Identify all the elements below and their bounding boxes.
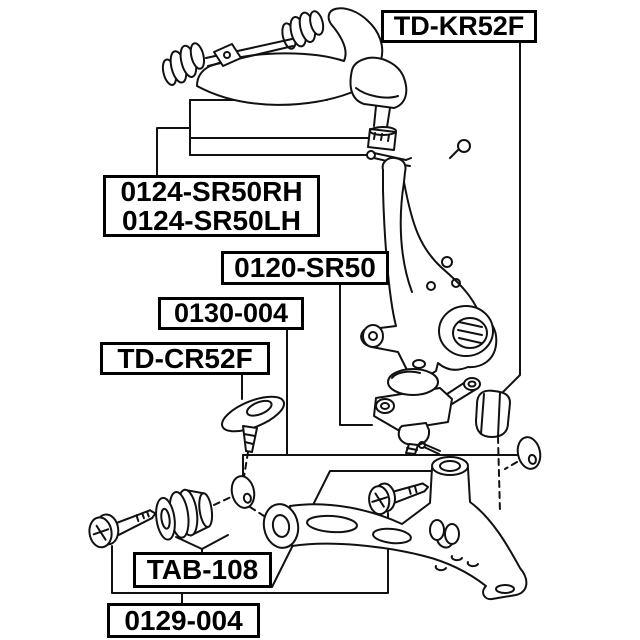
part-number: TD-KR52F xyxy=(393,11,525,42)
part-label-td-cr52f: TD-CR52F xyxy=(100,342,270,375)
assembly-axis-dashes xyxy=(214,372,517,516)
part-number: TD-CR52F xyxy=(117,342,253,374)
arm-rear-mount xyxy=(432,457,468,475)
shaft-clamp xyxy=(214,44,241,66)
front-bolt xyxy=(87,508,159,549)
dust-cover-washer-right xyxy=(515,435,543,471)
lower-ball-joint xyxy=(374,369,480,454)
arm-bushing xyxy=(153,486,215,540)
lower-control-arm xyxy=(260,457,526,599)
mount-bracket xyxy=(476,391,510,437)
upper-ball-joint xyxy=(351,58,407,127)
part-label-tab-108: TAB-108 xyxy=(133,552,272,588)
part-number-rh: 0124-SR50RH xyxy=(120,175,303,207)
leader-lines xyxy=(112,43,520,604)
camber-cam-plate xyxy=(218,390,289,452)
part-label-0130-004: 0130-004 xyxy=(158,297,304,330)
part-number: 0130-004 xyxy=(173,298,289,329)
part-label-td-kr52f: TD-KR52F xyxy=(381,10,537,43)
part-label-0129-004: 0129-004 xyxy=(107,603,260,638)
part-number-lh: 0124-SR50LH xyxy=(122,205,301,236)
ball-joint-dome xyxy=(388,369,438,395)
part-number: 0120-SR50 xyxy=(234,252,376,284)
steering-knuckle xyxy=(361,140,496,375)
rear-bushing xyxy=(279,9,327,50)
rear-bolt xyxy=(368,479,431,515)
arm-front-eye xyxy=(260,501,301,550)
front-bushing xyxy=(158,42,208,86)
part-number: 0129-004 xyxy=(124,604,243,636)
part-label-0120-sr50: 0120-SR50 xyxy=(221,251,389,285)
part-number: TAB-108 xyxy=(146,554,259,586)
washer-left xyxy=(229,474,257,510)
upper-control-arm xyxy=(158,8,406,127)
castle-nut xyxy=(368,127,396,150)
part-label-0124-sr50: 0124-SR50RH 0124-SR50LH xyxy=(103,175,320,237)
knuckle-bolt xyxy=(458,140,470,152)
